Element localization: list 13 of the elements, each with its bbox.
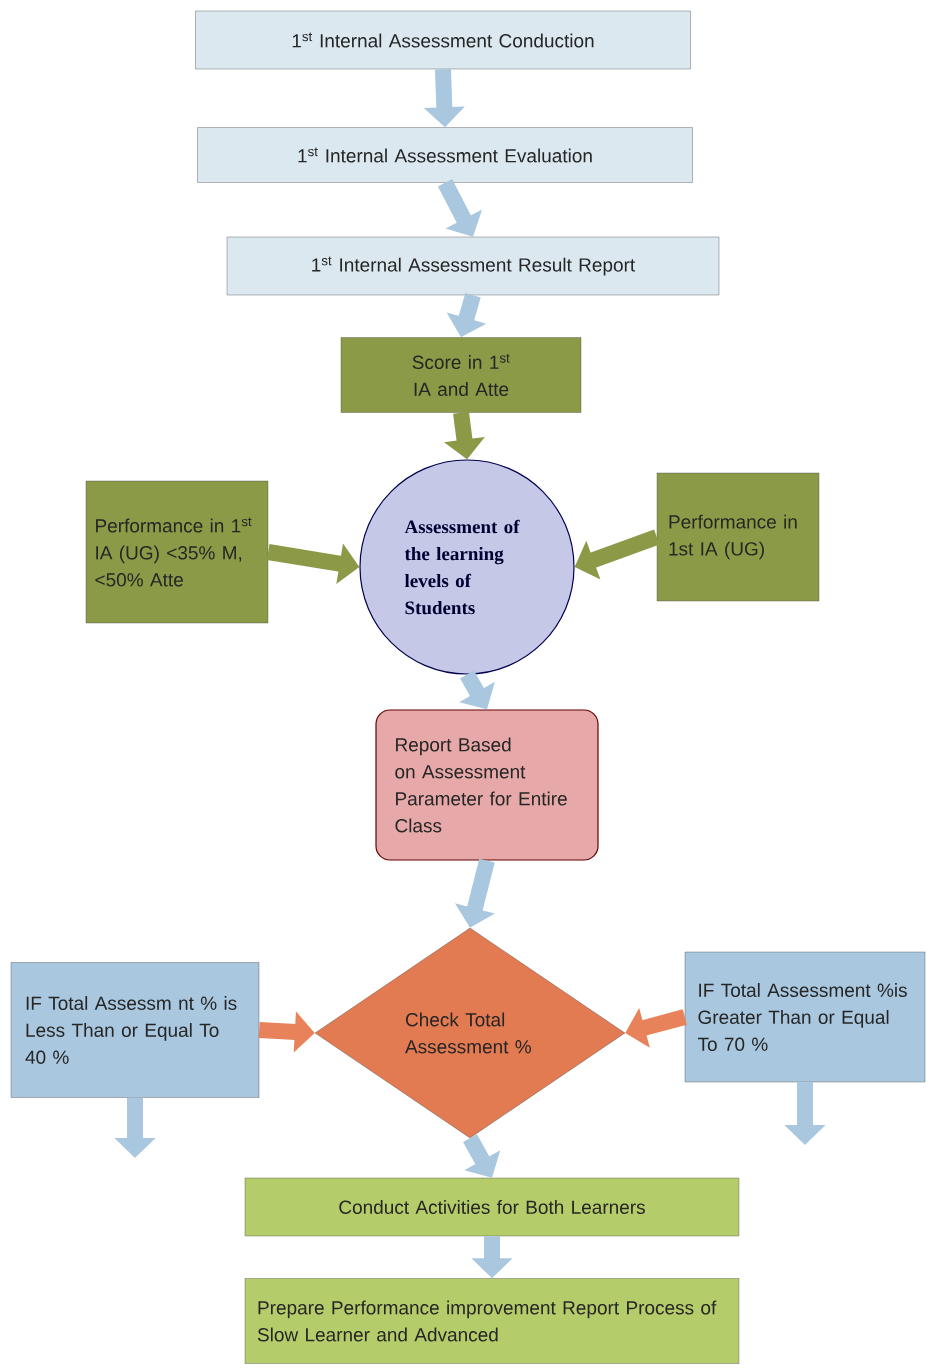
- process-box: 1$^{st}$ Internal Assessment Conduction: [195, 10, 691, 70]
- callout-box: Performance in 1st IA (UG): [656, 472, 820, 602]
- block-arrow: [437, 179, 483, 237]
- block-arrow: [463, 1134, 501, 1178]
- process-box: 1$^{st}$ Internal Assessment Result Report: [226, 236, 720, 296]
- process-box: Conduct Activities for Both Learners: [244, 1177, 740, 1237]
- process-box: 1$^{st}$ Internal Assessment Evaluation: [197, 127, 693, 183]
- callout-box: IF Total Assessment %is Greater Than or Equal To 70 %: [684, 951, 926, 1083]
- callout-box: IF Total Assessm nt % is Less Than or Equal To 40 %: [10, 962, 260, 1098]
- callout-box: Score in 1$^{st}$ IA and Atte: [340, 337, 582, 413]
- report-box: Report Based on Assessment Parameter for Entire Class: [375, 709, 599, 861]
- callout-box: Performance in 1$^{st}$ IA (UG) <35% M, <50% Atte: [85, 480, 269, 624]
- process-box: Prepare Performance improvement Report Process of Slow Learner and Advanced: [244, 1278, 740, 1364]
